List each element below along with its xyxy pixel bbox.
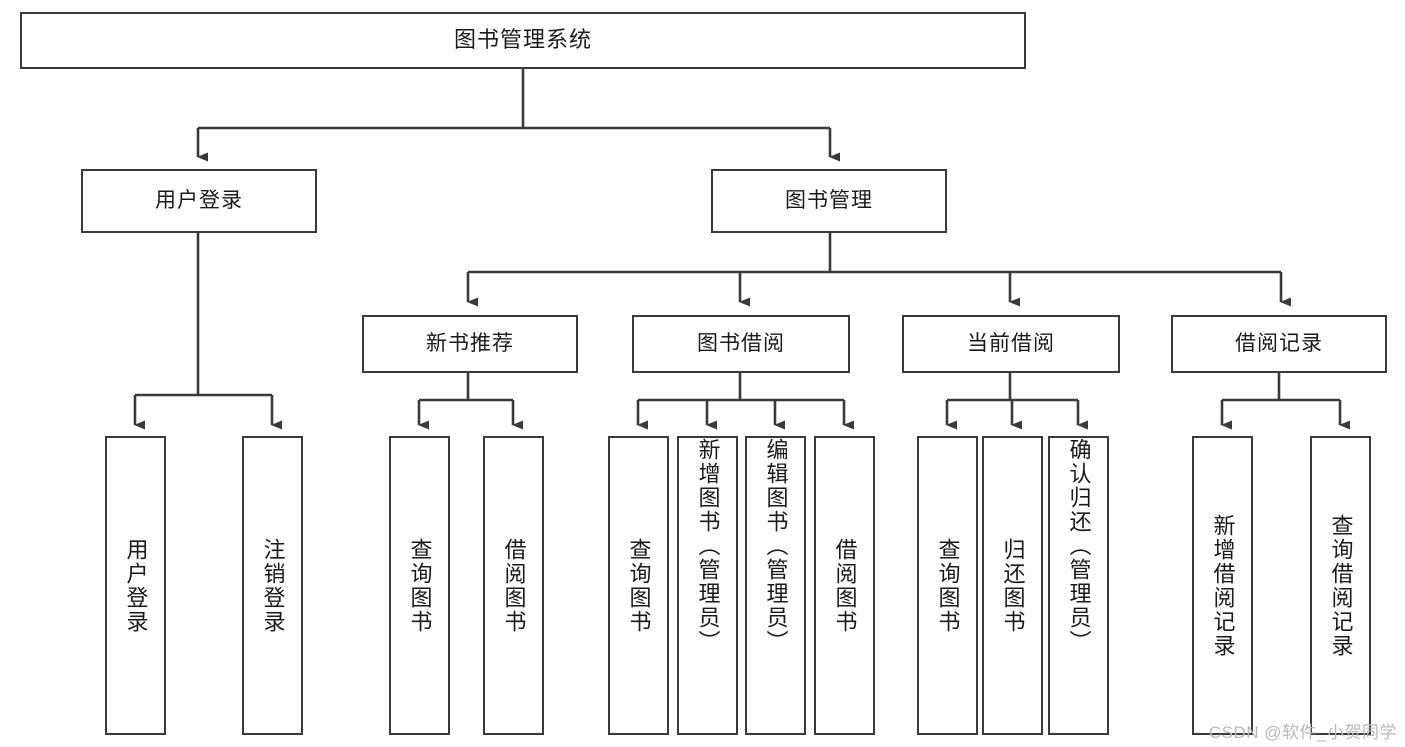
node-user-login[interactable]: 用户登录 [81, 169, 317, 233]
node-label: 用户登录 [155, 189, 243, 213]
leaf-borrow-record-query-record[interactable]: 查询借阅记录 [1310, 436, 1371, 735]
leaf-book-borrow-add-book-admin[interactable]: 新增图书（管理员） [677, 436, 738, 735]
node-label: 查询图书 [407, 537, 433, 634]
node-label: 当前借阅 [967, 332, 1055, 356]
node-label: 图书管理 [785, 189, 873, 213]
node-label: 新增借阅记录 [1210, 513, 1236, 658]
leaf-new-book-borrow-book[interactable]: 借阅图书 [483, 436, 544, 735]
node-book-borrow[interactable]: 图书借阅 [632, 315, 850, 373]
node-label: 注销登录 [260, 537, 286, 634]
node-label: 确认归还（管理员） [1066, 438, 1092, 654]
node-label: 查询图书 [626, 537, 652, 634]
node-label: 查询借阅记录 [1328, 513, 1354, 658]
node-label: 新增图书（管理员） [695, 438, 721, 654]
leaf-book-borrow-query-book[interactable]: 查询图书 [608, 436, 669, 735]
node-label: 借阅图书 [832, 537, 858, 634]
leaf-borrow-record-add-record[interactable]: 新增借阅记录 [1192, 436, 1253, 735]
csdn-watermark: CSDN @软件_小贺同学 [1208, 723, 1397, 742]
leaf-current-borrow-query-book[interactable]: 查询图书 [917, 436, 978, 735]
node-current-borrow[interactable]: 当前借阅 [902, 315, 1120, 373]
node-borrow-record[interactable]: 借阅记录 [1171, 315, 1387, 373]
node-label: 查询图书 [935, 537, 961, 634]
leaf-current-borrow-return-book[interactable]: 归还图书 [982, 436, 1043, 735]
node-label: 编辑图书（管理员） [763, 438, 789, 654]
node-label: 归还图书 [1000, 537, 1026, 634]
node-label: 新书推荐 [426, 332, 514, 356]
node-label: 图书借阅 [697, 332, 785, 356]
leaf-book-borrow-edit-book-admin[interactable]: 编辑图书（管理员） [745, 436, 806, 735]
node-label: 用户登录 [123, 537, 149, 634]
leaf-new-book-query-book[interactable]: 查询图书 [389, 436, 450, 735]
node-label: 图书管理系统 [453, 27, 592, 53]
node-root-book-management-system[interactable]: 图书管理系统 [20, 12, 1026, 69]
leaf-user-login-login[interactable]: 用户登录 [105, 436, 166, 735]
leaf-user-login-logout[interactable]: 注销登录 [242, 436, 303, 735]
leaf-book-borrow-borrow-book[interactable]: 借阅图书 [814, 436, 875, 735]
leaf-current-borrow-confirm-return-admin[interactable]: 确认归还（管理员） [1048, 436, 1109, 735]
node-label: 借阅记录 [1235, 332, 1323, 356]
node-book-management[interactable]: 图书管理 [711, 169, 947, 233]
node-label: 借阅图书 [501, 537, 527, 634]
node-new-book-recommend[interactable]: 新书推荐 [362, 315, 578, 373]
